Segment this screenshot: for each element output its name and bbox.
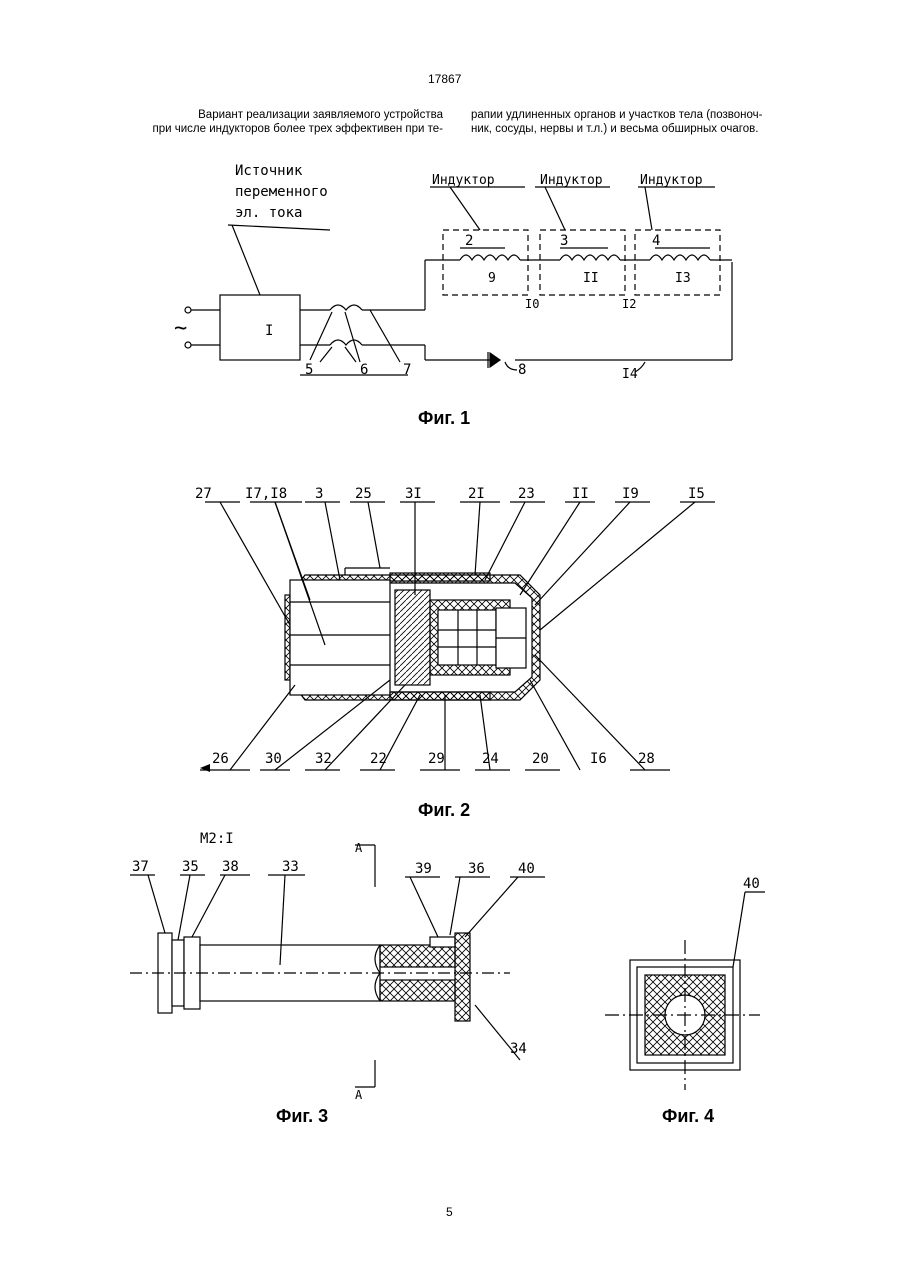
fig3-caption: Фиг. 3 [276,1106,328,1127]
source-leader-line [232,225,260,295]
coil-core [438,610,496,665]
label-2: 2 [465,233,473,249]
document-number: 17867 [428,72,461,86]
fig2-label: 29 [428,751,445,767]
right-column-line: рапии удлиненных органов и участков тела… [471,108,811,122]
disc-31 [395,590,430,685]
fig2-label: 23 [518,486,535,502]
end-cap-40 [455,933,470,1021]
left-column-line: Вариант реализации заявляемого устройств… [103,108,443,122]
fig3-applicator-drawing: М2:I А А 37 35 38 33 39 36 40 34 [110,825,580,1100]
left-column-line: при числе индукторов более трех эффектив… [103,122,443,136]
scale-label: М2:I [200,831,234,847]
fig2-label: 28 [638,751,655,767]
fig2-label: 24 [482,751,499,767]
label-1: I [265,323,273,339]
fig3-label: 40 [518,861,535,877]
right-column-text: рапии удлиненных органов и участков тела… [471,108,811,136]
label-9: 9 [488,271,496,286]
fig2-label: 3I [405,486,422,502]
fig3-label: 34 [510,1041,527,1057]
label-13: I3 [675,271,691,286]
fig4-section-view: 40 [605,870,765,1095]
label-6: 6 [360,362,368,378]
source-label-line2: переменного [235,184,328,200]
fig3-label: 38 [222,859,239,875]
ac-symbol: ~ [174,316,187,341]
fig3-label: 33 [282,859,299,875]
inductor-label-2: Индуктор [540,173,603,188]
fig2-label: 32 [315,751,332,767]
fig2-label: 3 [315,486,323,502]
label-5: 5 [305,362,313,378]
fig2-label: 2I [468,486,485,502]
label-14: I4 [622,367,638,382]
label-3: 3 [560,233,568,249]
fig2-label: 22 [370,751,387,767]
fig2-caption: Фиг. 2 [418,800,470,821]
diode-8 [490,353,500,367]
source-label-line1: Источник [235,163,303,179]
fig2-label: 26 [212,751,229,767]
fig1-circuit-diagram: Источник переменного эл. тока Индуктор И… [160,150,760,400]
fig2-label: 20 [532,751,549,767]
left-column-text: Вариант реализации заявляемого устройств… [103,108,443,136]
label-7: 7 [403,362,411,378]
fig2-label: 25 [355,486,372,502]
fig3-label: 36 [468,861,485,877]
fig2-inductor-section: 27 I7,I8 3 25 3I 2I 23 II I9 I5 26 30 32… [190,480,730,780]
fig2-label: 27 [195,486,212,502]
coil-2 [460,255,520,260]
fig2-label: I9 [622,486,639,502]
page-number: 5 [446,1205,453,1219]
power-source-box [220,295,300,360]
fig2-label: 30 [265,751,282,767]
section-mark-top: А [355,841,363,855]
inductor-box-2 [443,230,528,295]
label-12: I2 [622,297,636,311]
fig4-caption: Фиг. 4 [662,1106,714,1127]
magnet-block [290,580,390,695]
source-underline [228,225,330,230]
fig4-label: 40 [743,876,760,892]
coil-3 [560,255,620,260]
inductor-label-1: Индуктор [432,173,495,188]
label-4: 4 [652,233,660,249]
right-column-line: ник, сосуды, нервы и т.л.) и весьма обши… [471,122,811,136]
coil-4 [650,255,710,260]
fig3-label: 35 [182,859,199,875]
fig3-label: 37 [132,859,149,875]
label-8: 8 [518,362,526,378]
source-label-line3: эл. тока [235,205,302,221]
fig2-label: I5 [688,486,705,502]
fig2-label: I7,I8 [245,486,287,502]
fig1-caption: Фиг. 1 [418,408,470,429]
inductor-label-3: Индуктор [640,173,703,188]
fig3-label: 39 [415,861,432,877]
section-mark-bottom: А [355,1088,363,1100]
label-11: II [583,271,599,286]
fig2-label: I6 [590,751,607,767]
fig2-label: II [572,486,589,502]
label-10: I0 [525,297,539,311]
